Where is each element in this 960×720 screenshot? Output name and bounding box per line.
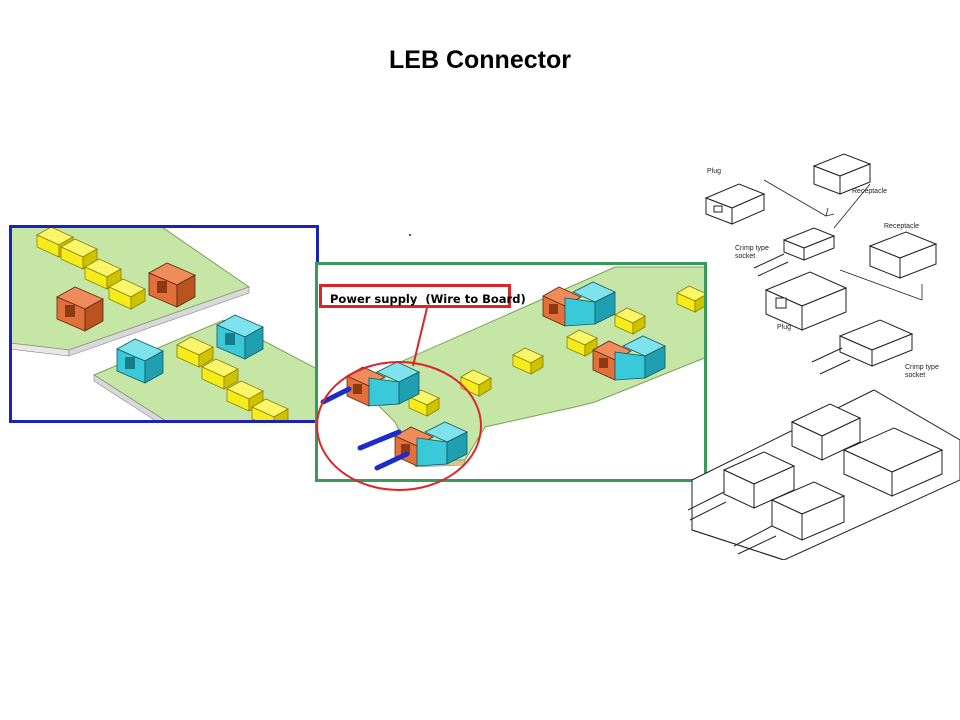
connector-line-drawing: [687, 153, 960, 560]
label-crimp-socket-right-2: socket: [905, 372, 926, 379]
page-title: LEB Connector: [389, 46, 571, 74]
left-board-illustration: [9, 225, 319, 423]
label-receptacle-right: Receptacle: [884, 223, 920, 230]
power-supply-callout: Power supply (Wire to Board): [319, 284, 526, 308]
label-plug-mid: Plug: [777, 324, 792, 331]
label-crimp-socket-right-1: Crimp type: [905, 364, 939, 371]
label-plug-top: Plug: [707, 168, 722, 175]
stray-dot: [409, 234, 411, 236]
label-crimp-socket-top-1: Crimp type: [735, 245, 769, 252]
label-crimp-socket-top-2: socket: [735, 253, 756, 260]
label-receptacle-top: Receptacle: [852, 188, 888, 195]
